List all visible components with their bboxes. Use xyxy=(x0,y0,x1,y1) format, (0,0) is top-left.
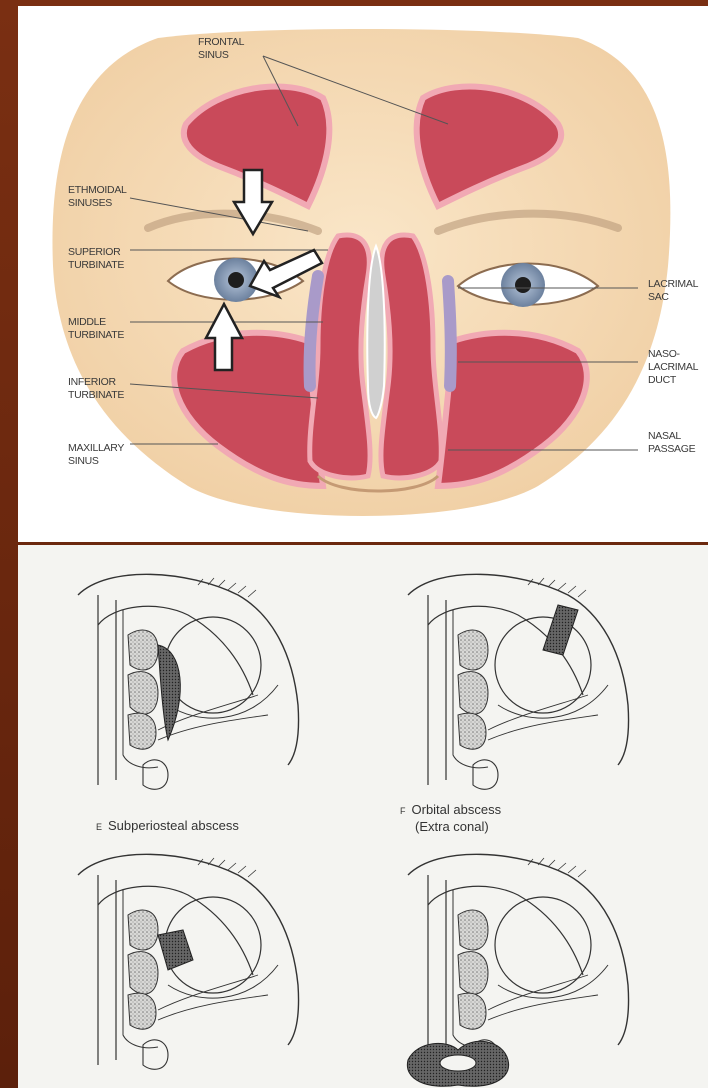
caption-f-text-line1: Orbital abscess xyxy=(412,802,502,817)
caption-f-text-line2: (Extra conal) xyxy=(415,819,489,834)
label-maxillary-sinus: MAXILLARY SINUS xyxy=(68,442,124,468)
orbital-abscess-diagrams-panel: E Subperiosteal abscess F Orbital abscess … xyxy=(18,545,708,1088)
caption-e-marker: E xyxy=(96,822,102,832)
label-ethmoidal-sinuses: ETHMOIDAL SINUSES xyxy=(68,184,127,210)
label-superior-turbinate: SUPERIOR TURBINATE xyxy=(68,246,124,272)
diagram-bottom-left xyxy=(78,854,299,1069)
label-lacrimal-sac: LACRIMAL SAC xyxy=(648,278,698,304)
caption-orbital-abscess: F Orbital abscess (Extra conal) xyxy=(400,802,501,834)
label-nasal-passage: NASAL PASSAGE xyxy=(648,430,695,456)
nasal-septum xyxy=(367,246,384,418)
diagram-orbital-abscess-extra-conal xyxy=(408,574,629,789)
label-inferior-turbinate: INFERIOR TURBINATE xyxy=(68,376,124,402)
caption-e-text: Subperiosteal abscess xyxy=(108,818,239,833)
diagram-subperiosteal-abscess xyxy=(78,574,299,789)
label-middle-turbinate: MIDDLE TURBINATE xyxy=(68,316,124,342)
sinus-anatomy-panel: FRONTAL SINUS ETHMOIDAL SINUSES SUPERIOR… xyxy=(18,6,708,542)
nasolacrimal-duct-right xyxy=(448,281,451,386)
caption-subperiosteal-abscess: E Subperiosteal abscess xyxy=(96,818,239,835)
orbit-cross-section-drawings xyxy=(18,545,708,1088)
diagram-bottom-right xyxy=(407,854,628,1086)
label-frontal-sinus: FRONTAL SINUS xyxy=(198,36,244,62)
caption-f-marker: F xyxy=(400,806,406,816)
label-nasolacrimal-duct: NASO- LACRIMAL DUCT xyxy=(648,348,698,387)
